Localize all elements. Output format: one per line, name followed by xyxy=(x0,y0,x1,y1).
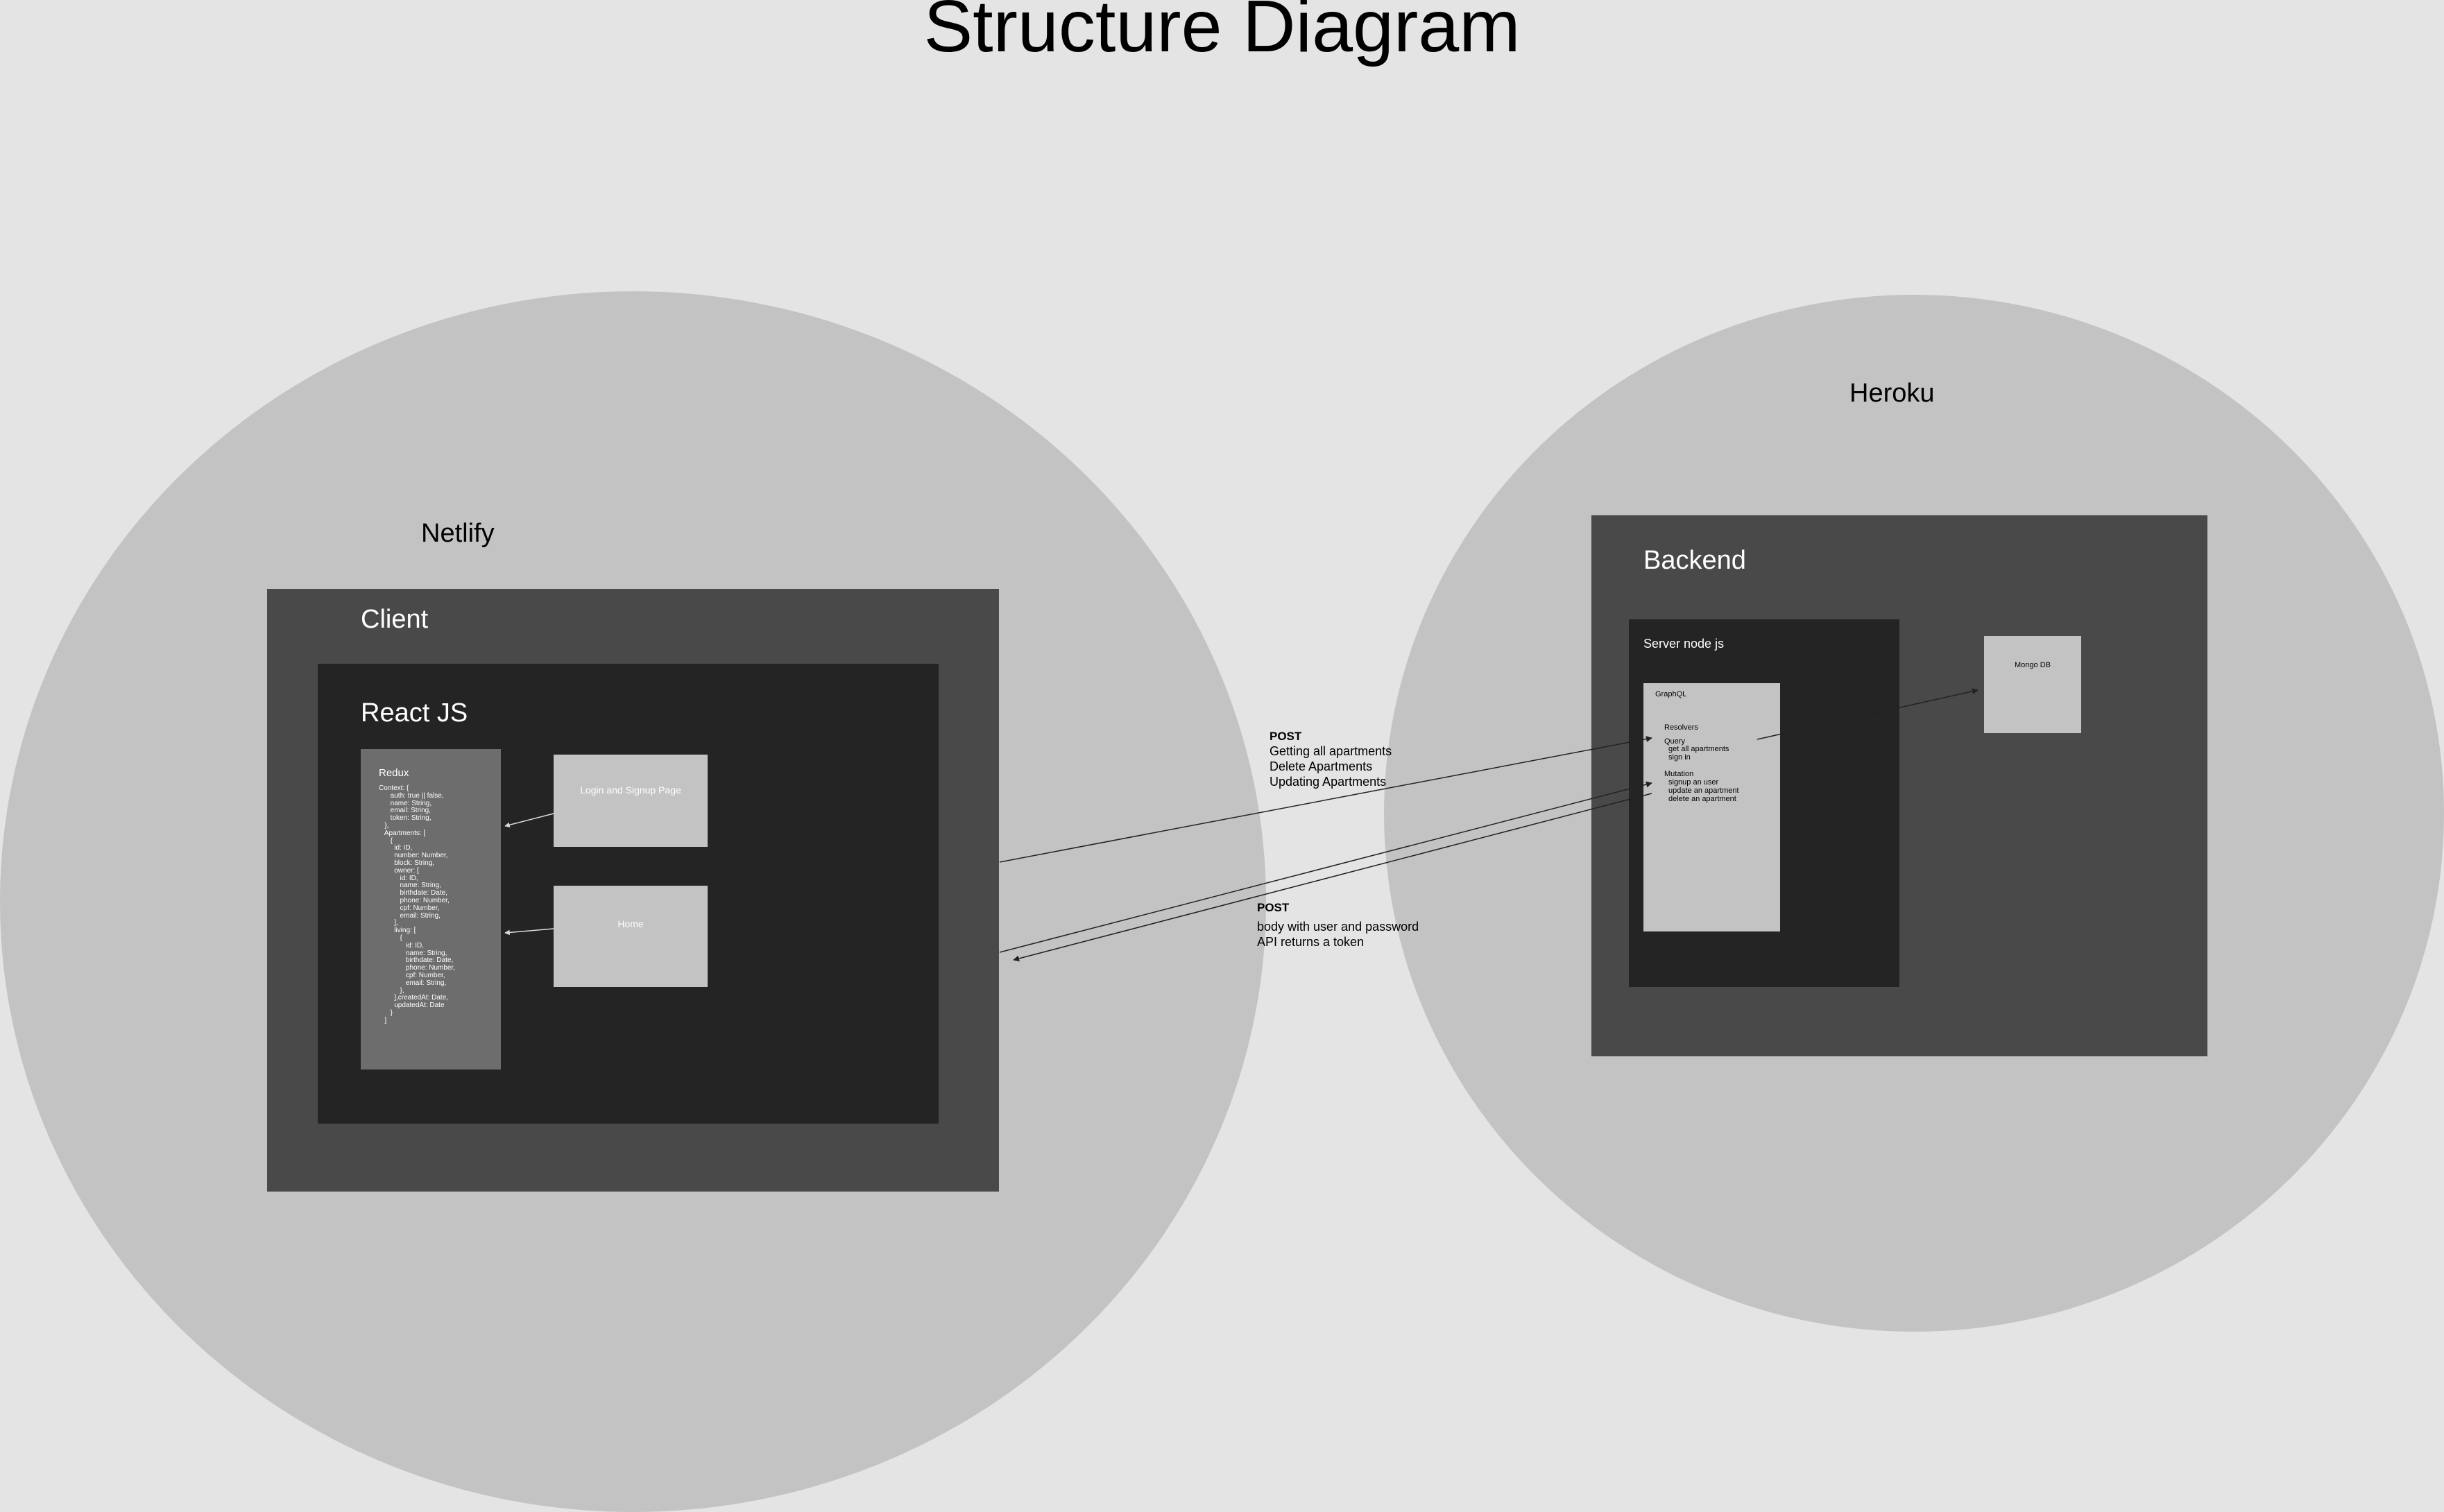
redux-box xyxy=(361,749,501,1069)
react-label: React JS xyxy=(361,698,468,728)
client-to-query-arrow xyxy=(999,736,1652,863)
bottom-arrow-method: POST xyxy=(1257,901,1290,914)
top-arrow-line: Updating Apartments xyxy=(1270,775,1387,789)
heroku-label: Heroku xyxy=(1849,379,1935,408)
redux-state-code: Context: { auth: true || false, name: St… xyxy=(379,784,456,1024)
login-page-box xyxy=(554,755,708,847)
netlify-label: Netlify xyxy=(421,519,495,548)
mongo-db-box xyxy=(1984,636,2081,733)
home-box xyxy=(554,886,708,987)
redux-label: Redux xyxy=(379,767,409,779)
backend-label: Backend xyxy=(1643,546,1746,575)
resolvers-label: Resolvers xyxy=(1664,723,1698,732)
diagram-title: Structure Diagram xyxy=(923,0,1521,67)
query-item: sign in xyxy=(1668,753,1691,762)
login-to-redux-arrow xyxy=(504,813,554,827)
mutation-item: signup an user xyxy=(1668,778,1719,787)
server-label: Server node js xyxy=(1643,637,1725,651)
home-to-redux-arrow xyxy=(504,928,554,936)
mongo-db-label: Mongo DB xyxy=(2015,661,2051,669)
top-arrow-line: Getting all apartments xyxy=(1270,744,1392,758)
query-item: get all apartments xyxy=(1668,745,1729,753)
resolver-to-mongo-arrow xyxy=(1757,688,1979,740)
client-label: Client xyxy=(361,605,429,634)
bottom-arrow-line: body with user and password xyxy=(1257,920,1419,934)
top-arrow-method: POST xyxy=(1270,730,1302,743)
graphql-label: GraphQL xyxy=(1655,690,1687,698)
mutation-item: delete an apartment xyxy=(1668,795,1736,803)
client-to-mutation-arrow xyxy=(999,781,1652,953)
query-title: Query xyxy=(1664,737,1685,746)
top-arrow-line: Delete Apartments xyxy=(1270,759,1373,773)
graphql-box xyxy=(1643,683,1780,931)
signin-to-client-arrow xyxy=(1013,793,1652,962)
mutation-title: Mutation xyxy=(1664,770,1694,778)
home-label: Home xyxy=(617,918,644,929)
login-page-label: Login and Signup Page xyxy=(580,784,681,796)
bottom-arrow-line: API returns a token xyxy=(1257,935,1365,949)
mutation-item: update an apartment xyxy=(1668,787,1739,795)
